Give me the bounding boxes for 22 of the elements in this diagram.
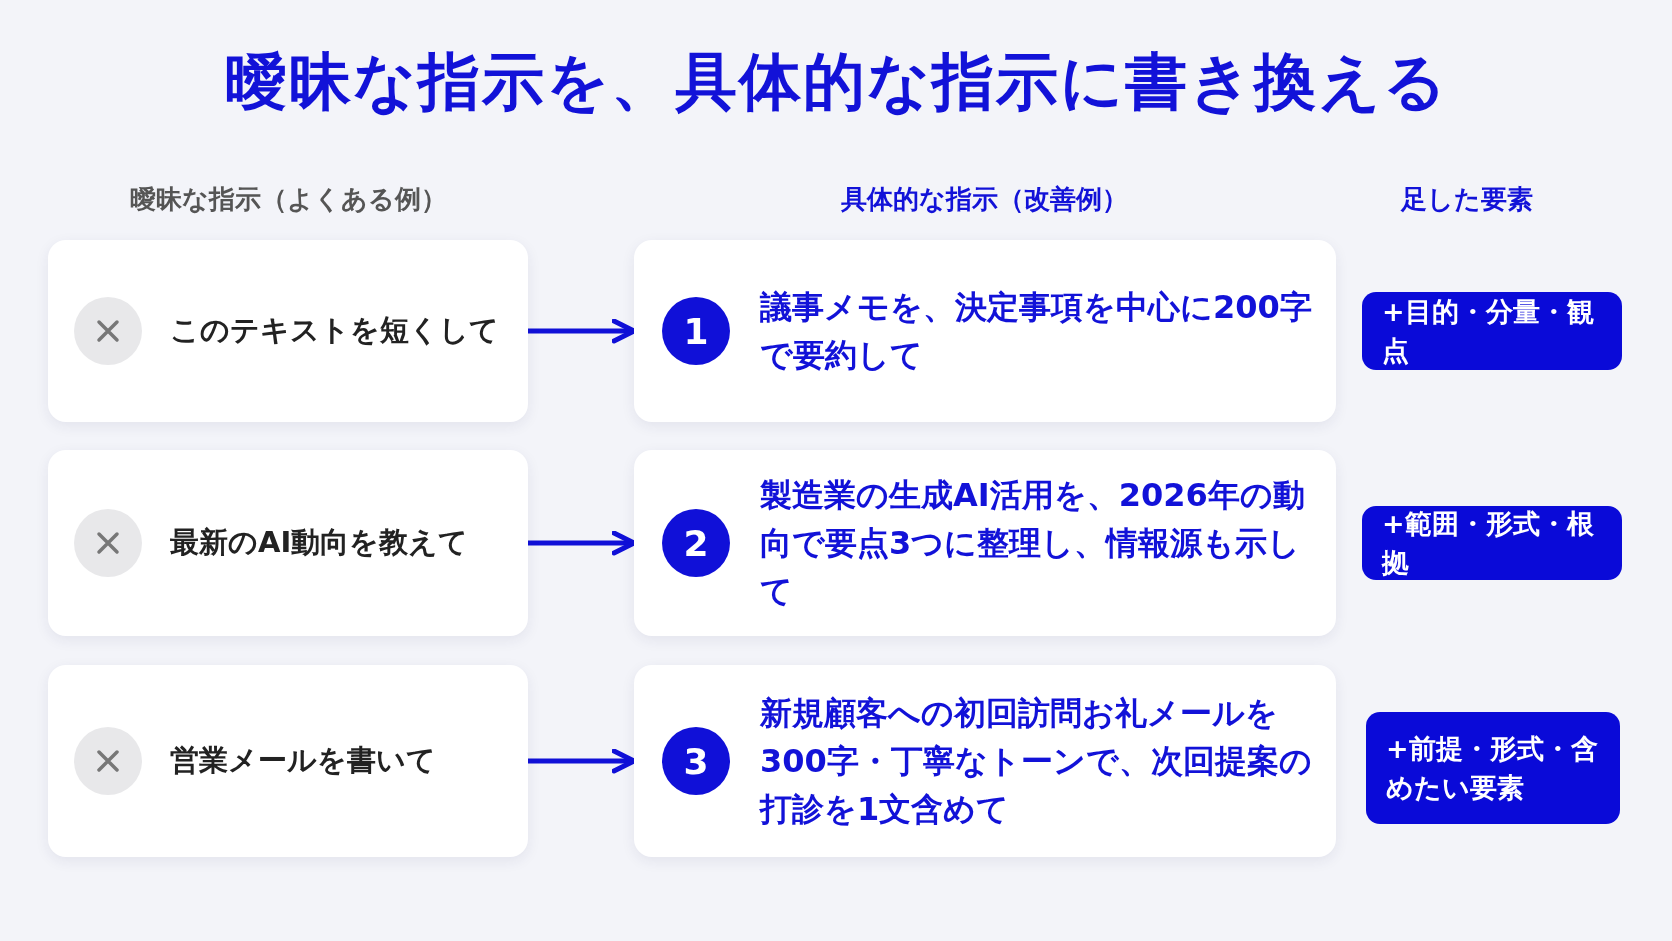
element-tag: +前提・形式・含めたい要素 <box>1366 712 1620 824</box>
column-header: 曖昧な指示（よくある例） <box>128 183 448 216</box>
column-header: 足した要素 <box>1399 183 1534 216</box>
element-tag: +範囲・形式・根拠 <box>1362 506 1622 580</box>
example-card <box>634 240 1336 422</box>
instruction-text: 最新のAI動向を教えて <box>170 524 469 561</box>
instruction-text: 議事メモを、決定事項を中心に200字で要約して <box>760 287 1313 376</box>
example-card <box>48 665 528 857</box>
example-card <box>48 450 528 636</box>
instruction-text: 製造業の生成AI活用を、2026年の動向で要点3つに整理し、情報源も示して <box>760 475 1306 612</box>
instruction-text: 営業メールを書いて <box>170 742 436 779</box>
example-card <box>634 450 1336 636</box>
instruction-text: このテキストを短くして <box>170 312 499 349</box>
number-badge: 1 <box>662 297 730 365</box>
number-badge: 2 <box>662 509 730 577</box>
instruction-text: 新規顧客への初回訪問お礼メールを300字・丁寧なトーンで、次回提案の打診を1文含めて <box>760 693 1313 830</box>
title: 曖昧な指示を、具体的な指示に書き換える <box>223 44 1449 120</box>
example-card <box>634 665 1336 857</box>
element-tag: +目的・分量・観点 <box>1362 292 1622 370</box>
column-header: 具体的な指示（改善例） <box>839 183 1129 216</box>
example-card <box>48 240 528 422</box>
number-badge: 3 <box>662 727 730 795</box>
